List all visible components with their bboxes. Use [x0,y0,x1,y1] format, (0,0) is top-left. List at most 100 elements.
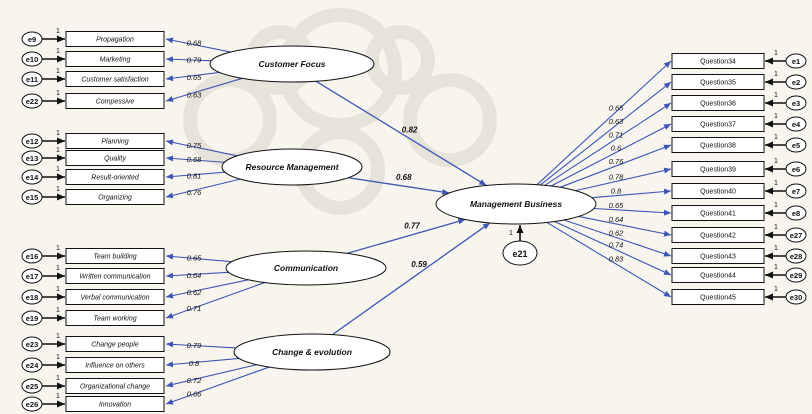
structural-path-arrow [348,177,450,195]
loading-value-label: 0.76 [609,157,624,166]
indicator-label: Compessive [96,99,135,106]
error-variance-label: 1 [774,92,778,99]
loading-arrow [559,144,672,188]
indicator-box [65,169,165,185]
indicator-label: Question34 [700,59,736,66]
loading-value-label: 0.64 [187,271,202,280]
indicator-box [65,268,165,284]
loading-value-label: 0.63 [187,91,202,100]
path-coefficient-label: 0.82 [402,126,418,135]
indicator-label: Question44 [700,273,736,280]
error-term-label: e22 [26,97,39,106]
loading-arrow [165,357,240,368]
indicator-box [65,133,165,149]
indicator-label: Written communication [79,274,150,281]
error-variance-label: 1 [774,113,778,120]
error-variance-label: 1 [56,393,60,400]
indicator-box [671,161,765,177]
loading-value-label: 0.79 [187,56,202,65]
indicator-box [671,95,765,111]
error-term-label: e29 [790,271,803,280]
indicator-label: Question37 [700,122,736,129]
error-variance-label: 1 [774,245,778,252]
indicator-label: Change people [91,342,139,349]
indicator-label: Marketing [100,57,131,64]
loading-value-label: 0.76 [187,188,202,197]
error-variance-label: 1 [56,307,60,314]
loading-value-label: 0.66 [187,390,202,399]
error-term-label: e12 [26,137,39,146]
loading-value-label: 0.78 [609,173,624,182]
latent-construct-ellipse [225,250,387,286]
loading-arrow [165,56,212,63]
indicator-label: Question42 [700,233,736,240]
error-variance-label: 1 [56,68,60,75]
indicator-box [65,378,165,394]
loading-arrow [536,60,672,186]
error-term-label: e5 [792,141,800,150]
indicator-box [65,71,165,87]
latent-construct-label: Communication [274,263,338,273]
error-term-label: e8 [792,209,800,218]
error-variance-label: 1 [56,147,60,154]
loading-value-label: 0.68 [187,155,202,164]
indicator-label: Propagation [96,37,134,44]
error-term-label: e16 [26,252,39,261]
error-term-label: e27 [790,231,803,240]
loading-arrow [563,219,672,257]
error-term-label: e6 [792,165,800,174]
loading-arrow [546,221,672,298]
error-term-label: e18 [26,293,39,302]
error-variance-label: 1 [56,245,60,252]
error-variance-label: 1 [56,375,60,382]
indicator-label: Question38 [700,143,736,150]
error-term-label: e25 [26,382,39,391]
loading-arrow [165,279,249,299]
latent-construct-ellipse [435,183,597,225]
indicator-box [671,289,765,305]
loading-arrow [165,155,225,163]
indicator-label: Innovation [99,402,131,409]
error-variance-label: 1 [56,166,60,173]
structural-path-arrow [346,218,466,255]
error-variance-label: 1 [774,224,778,231]
error-term-label: e30 [790,293,803,302]
error-variance-label: 1 [56,48,60,55]
error-term-label: e28 [790,252,803,261]
indicator-box [671,227,765,243]
error-variance-label: 1 [56,354,60,361]
indicator-box [65,396,165,412]
indicator-box [671,267,765,283]
indicator-box [65,150,165,166]
loading-value-label: 0.71 [187,304,202,313]
loading-value-label: 0.81 [187,172,202,181]
loading-value-label: 0.83 [609,255,624,264]
loading-value-label: 0.63 [609,117,624,126]
indicator-box [65,289,165,305]
loading-value-label: 0.68 [187,39,202,48]
error-variance-label: 1 [56,333,60,340]
indicator-box [671,183,765,199]
indicator-label: Question36 [700,101,736,108]
latent-construct-label: Management Business [470,199,562,209]
loading-value-label: 0.65 [187,73,202,82]
latent-construct-ellipse [209,45,375,83]
error-term-label: e17 [26,272,39,281]
error-term-label: e2 [792,78,800,87]
loading-arrow [165,71,220,82]
error-term-label: e3 [792,99,800,108]
loading-value-label: 0.65 [187,254,202,263]
latent-construct-ellipse [233,333,391,371]
indicator-label: Question41 [700,211,736,218]
indicator-box [671,205,765,221]
loading-arrow [554,221,672,276]
indicator-label: Question45 [700,295,736,302]
loading-arrow [165,37,231,53]
path-coefficient-label: 0.59 [411,260,427,269]
error-variance-label: 1 [774,286,778,293]
indicator-label: Quality [104,156,126,163]
error-variance-label: 1 [774,202,778,209]
indicator-box [65,51,165,67]
loading-arrow [165,178,241,199]
